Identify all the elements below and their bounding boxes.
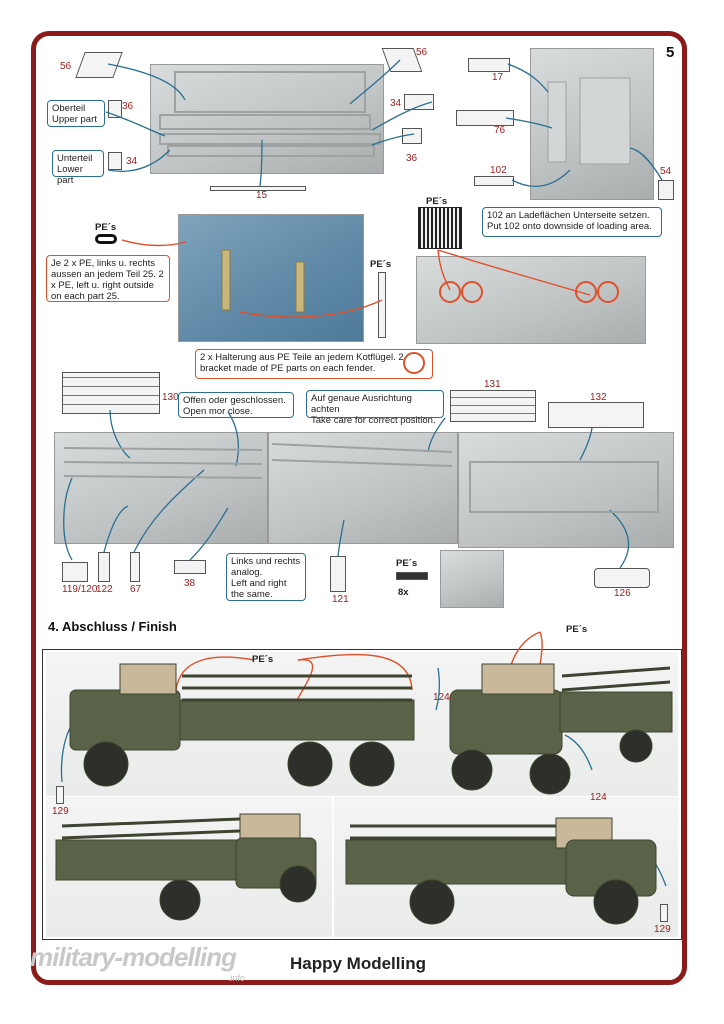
- note-left-right-same: Links und rechts analog. Left and right …: [226, 553, 306, 601]
- finish-part-number-124-bottom: 124: [590, 792, 607, 803]
- finish-title: 4. Abschluss / Finish: [48, 619, 177, 634]
- part-121-icon: [330, 556, 346, 592]
- part-number-67: 67: [130, 584, 142, 595]
- finish-part-129-icon-left: [56, 786, 64, 804]
- part-130-icon: [62, 372, 160, 414]
- part-number-54: 54: [660, 166, 672, 177]
- pe-label-bed: PE´s: [396, 558, 418, 569]
- part-number-15: 15: [256, 190, 268, 201]
- pe-circles: [439, 281, 619, 303]
- part-number-56-left: 56: [60, 61, 72, 72]
- part-number-122: 122: [96, 584, 113, 595]
- chassis-drawing: [159, 71, 381, 157]
- pe-fret-icon: [378, 272, 386, 338]
- note-pe-each-part: Je 2 x PE, links u. rechts aussen an jed…: [46, 255, 170, 302]
- part-38-icon: [174, 560, 206, 574]
- part-76-icon: [456, 110, 514, 126]
- part-number-56-right: 56: [416, 47, 428, 58]
- note-part-102: 102 an Ladeflächen Unterseite setzen. Pu…: [482, 207, 662, 237]
- photo-bed-left: [54, 432, 268, 544]
- pe-closeup-drawing: [221, 249, 305, 313]
- truck-side-left: [69, 663, 415, 787]
- pointer-lines: [60, 59, 667, 887]
- circle-marker-icon: [403, 352, 425, 374]
- pe-label-fret: PE´s: [370, 259, 392, 270]
- note-open-or-close: Offen oder geschlossen. Open mor close.: [178, 392, 294, 418]
- part-34-right-icon: [404, 94, 434, 110]
- part-number-119-120: 119/120: [62, 584, 98, 595]
- photo-pe-mounted: [440, 550, 504, 608]
- truck-front: [449, 663, 673, 795]
- part-number-130: 130: [162, 392, 179, 403]
- part-number-102: 102: [490, 165, 507, 176]
- photo-bed-right: [458, 432, 674, 548]
- truck-rear-left: [55, 813, 317, 921]
- finish-part-number-129-left: 129: [52, 806, 69, 817]
- truck-side-right: [345, 817, 657, 925]
- part-number-34-left: 34: [126, 156, 138, 167]
- watermark-logo: military-modelling: [30, 942, 237, 972]
- upper-part-label: Oberteil Upper part: [47, 100, 105, 127]
- part-number-121: 121: [332, 594, 349, 605]
- part-number-38: 38: [184, 578, 196, 589]
- part-119-icon: [62, 562, 88, 582]
- finish-part-129-icon-right: [660, 904, 668, 922]
- pe-label-grid: PE´s: [426, 196, 448, 207]
- pe-lines: [121, 239, 591, 706]
- part-54-icon: [658, 180, 674, 200]
- part-number-76: 76: [494, 125, 506, 136]
- bed-rails-drawing: [63, 443, 659, 513]
- part-122-icon: [98, 552, 110, 582]
- part-number-126: 126: [614, 588, 631, 599]
- part-number-36-right: 36: [406, 153, 418, 164]
- part-number-8x: 8x: [398, 587, 409, 598]
- watermark-suffix: .info: [228, 973, 246, 983]
- part-number-17: 17: [492, 72, 504, 83]
- loading-area-drawing: [547, 77, 631, 165]
- brand-name: Happy Modelling: [290, 954, 426, 973]
- finish-pe-label-right: PE´s: [566, 624, 588, 635]
- part-34-icon: [108, 152, 122, 170]
- finish-pe-label-left: PE´s: [252, 654, 274, 665]
- pe-part-icon: [95, 234, 117, 244]
- part-number-34-right: 34: [390, 98, 402, 109]
- part-number-132: 132: [590, 392, 607, 403]
- pe-bed-icon: [396, 572, 428, 580]
- part-number-131: 131: [484, 379, 501, 390]
- finish-part-number-129-right: 129: [654, 924, 671, 935]
- part-number-36-left: 36: [122, 101, 134, 112]
- page-number: 5: [666, 44, 675, 61]
- part-132-icon: [548, 402, 644, 428]
- lower-part-label: Unterteil Lower part: [52, 150, 104, 186]
- pe-label-left: PE´s: [95, 222, 117, 233]
- note-fender-bracket: 2 x Halterung aus PE Teile an jedem Kotf…: [195, 349, 433, 379]
- part-67-icon: [130, 552, 140, 582]
- part-15-rod-icon: [210, 186, 306, 191]
- pe-grid-icon: [418, 207, 462, 249]
- finish-part-number-124-top: 124: [433, 692, 450, 703]
- note-align: Auf genaue Ausrichtung achten Take care …: [306, 390, 444, 426]
- part-131-icon: [450, 390, 536, 422]
- part-126-icon: [594, 568, 650, 588]
- photo-pe-closeup: [178, 214, 364, 342]
